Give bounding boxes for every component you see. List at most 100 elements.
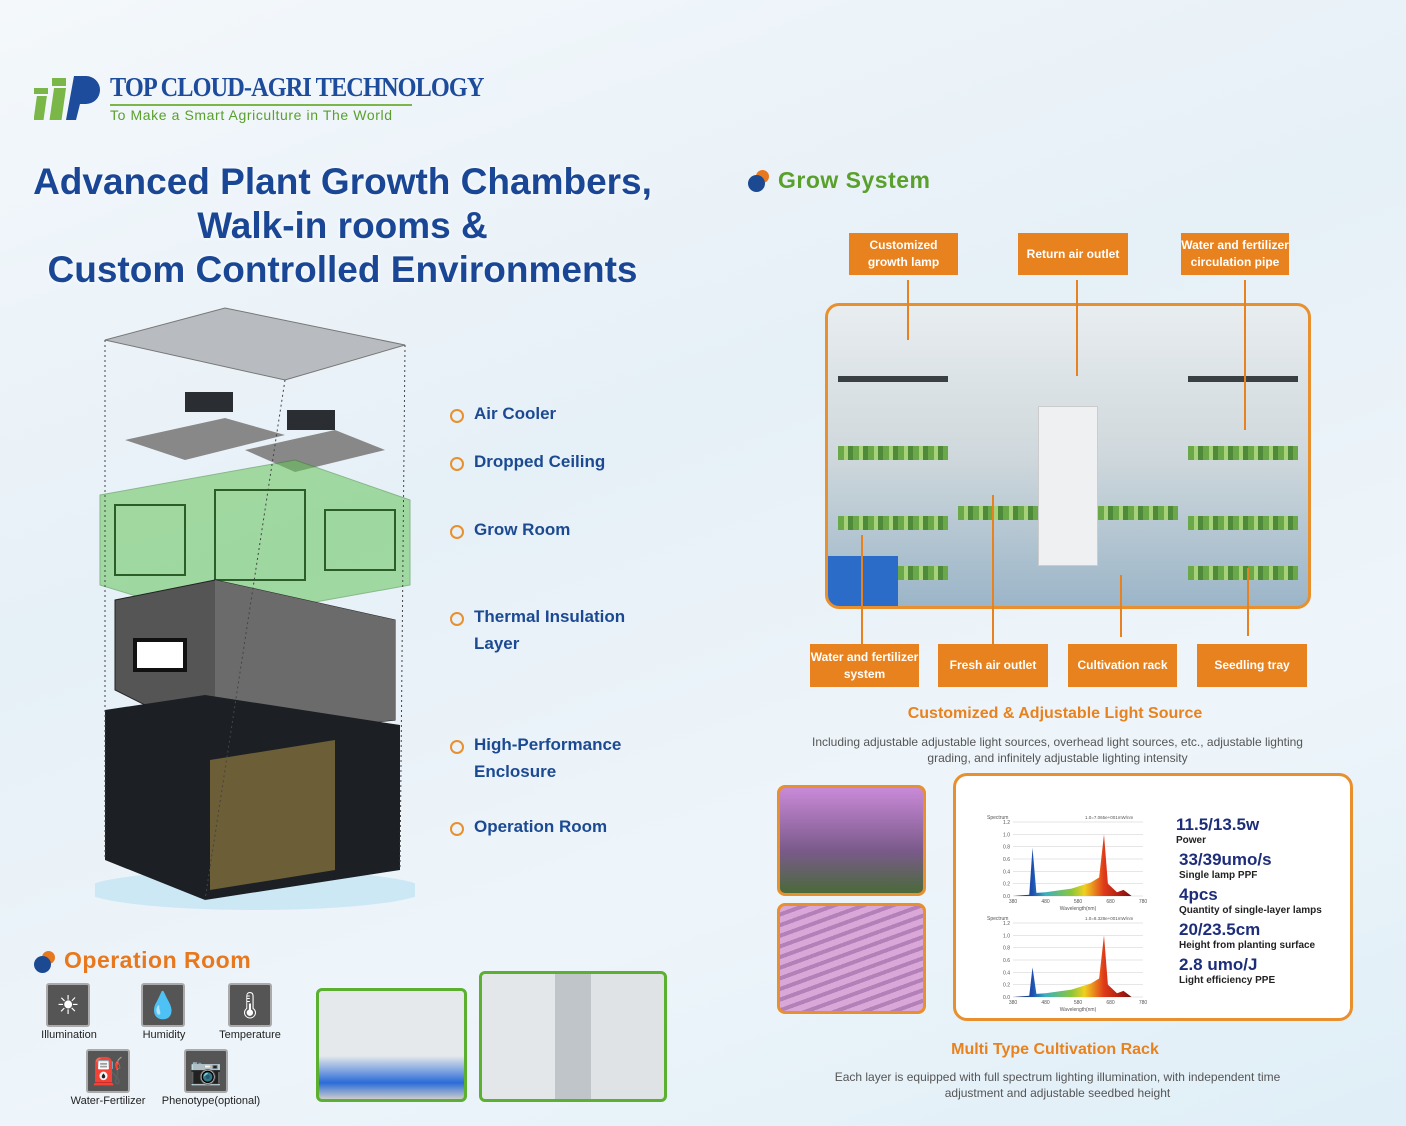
layer-dropped-ceiling: Dropped Ceiling xyxy=(450,448,605,475)
callout-return-air: Return air outlet xyxy=(1018,233,1128,275)
feature-label: Illumination xyxy=(41,1029,97,1041)
callout-water-fertilizer: Water and fertilizer system xyxy=(810,644,919,687)
title-line: Advanced Plant Growth Chambers, xyxy=(33,161,652,202)
fertilizer-icon: ⛽ xyxy=(86,1049,130,1093)
rack-photo-2 xyxy=(777,903,926,1014)
spectrum-chart-1: Spectrum 1.0=7.065e+001mW/nm 1.2 1.0 0.8 0.6 0… xyxy=(987,815,1148,912)
y-tick-label: 0.2 xyxy=(1003,882,1010,888)
x-tick-label: 780 xyxy=(1139,1000,1148,1006)
callout-growth-lamp: Customized growth lamp xyxy=(849,233,958,275)
grow-system-heading: Grow System xyxy=(778,167,931,193)
spectrum-reference: 1.0=7.065e+001mW/nm xyxy=(1085,815,1134,820)
x-tick-label: 580 xyxy=(1074,1000,1083,1006)
light-source-heading: Customized & Adjustable Light Source xyxy=(907,705,1203,722)
y-tick-label: 0.6 xyxy=(1003,857,1010,863)
spec-value: 20/23.5cm xyxy=(1179,920,1261,939)
layer-operation-room: Operation Room xyxy=(450,813,607,840)
exploded-chamber-illustration xyxy=(95,307,415,910)
spectrum-chart-2: Spectrum 1.0=8.328e+001mW/nm 1.2 1.0 0.8 0.6 0… xyxy=(987,916,1148,1013)
title-line: Custom Controlled Environments xyxy=(47,249,638,290)
spec-value: 11.5/13.5w xyxy=(1176,815,1260,834)
feature-humidity: 💧 xyxy=(141,983,185,1027)
feature-label: Temperature xyxy=(219,1029,281,1041)
spec-value: 4pcs xyxy=(1179,885,1218,904)
x-axis-label: Wavelength(nm) xyxy=(1060,1007,1097,1013)
y-tick-label: 1.0 xyxy=(1003,933,1010,939)
spec-panel xyxy=(953,773,1353,1021)
layer-enclosure: High-Performance Enclosure xyxy=(450,731,640,785)
x-tick-label: 380 xyxy=(1009,1000,1018,1006)
feature-label: Water-Fertilizer xyxy=(70,1095,146,1107)
layer-air-cooler: Air Cooler xyxy=(450,400,556,427)
callout-seedling-tray: Seedling tray xyxy=(1197,644,1307,687)
camera-icon: 📷 xyxy=(184,1049,228,1093)
logo-icon xyxy=(34,76,100,120)
page-title: Advanced Plant Growth Chambers, Walk-in … xyxy=(20,160,665,292)
spec-label: Single lamp PPF xyxy=(1179,870,1258,881)
spectrum-curve xyxy=(1013,834,1143,896)
spec-label: Height from planting surface xyxy=(1179,940,1316,951)
rack-photo-1 xyxy=(777,785,926,896)
y-tick-label: 0.6 xyxy=(1003,958,1010,964)
y-tick-label: 0.8 xyxy=(1003,946,1010,952)
spectrum-title: Spectrum xyxy=(987,916,1008,922)
feature-water-fertilizer: ⛽ xyxy=(86,1049,130,1093)
brand-tagline: To Make a Smart Agriculture in The World xyxy=(110,104,412,123)
brand-name: TOP CLOUD-AGRI TECHNOLOGY xyxy=(110,72,484,102)
y-tick-label: 0.0 xyxy=(1003,894,1010,900)
droplets-icon: 💧 xyxy=(141,983,185,1027)
callout-fresh-air: Fresh air outlet xyxy=(938,644,1048,687)
spectrum-curve xyxy=(1013,935,1143,997)
y-tick-label: 0.4 xyxy=(1003,970,1010,976)
spec-label: Quantity of single-layer lamps xyxy=(1179,905,1322,916)
sun-icon: ☀ xyxy=(46,983,90,1027)
callout-circulation-pipe: Water and fertilizer circulation pipe xyxy=(1181,233,1289,275)
y-tick-label: 0.8 xyxy=(1003,845,1010,851)
y-tick-label: 0.0 xyxy=(1003,995,1010,1001)
feature-temperature: 🌡 xyxy=(228,983,272,1027)
x-tick-label: 580 xyxy=(1074,899,1083,905)
rack-description: Each layer is equipped with full spectru… xyxy=(834,1070,1281,1100)
layer-thermal-insulation: Thermal Insulation Layer xyxy=(450,603,650,657)
layer-grow-room: Grow Room xyxy=(450,516,570,543)
feature-illumination: ☀ xyxy=(46,983,90,1027)
spec-value: 2.8 umo/J xyxy=(1179,955,1258,974)
x-tick-label: 480 xyxy=(1041,899,1050,905)
x-tick-label: 380 xyxy=(1009,899,1018,905)
y-tick-label: 1.2 xyxy=(1003,921,1010,927)
feature-label: Humidity xyxy=(142,1029,186,1041)
y-tick-label: 1.0 xyxy=(1003,832,1010,838)
y-tick-label: 0.4 xyxy=(1003,869,1010,875)
operation-photo-1 xyxy=(316,988,467,1102)
spec-value: 33/39umo/s xyxy=(1179,850,1272,869)
feature-label: Phenotype(optional) xyxy=(161,1095,261,1107)
spec-label: Power xyxy=(1176,835,1207,846)
light-source-description: Including adjustable adjustable light so… xyxy=(812,735,1303,765)
bullet-icon xyxy=(748,170,770,192)
feature-phenotype: 📷 xyxy=(184,1049,228,1093)
x-axis-label: Wavelength(nm) xyxy=(1060,906,1097,912)
grow-room-photo xyxy=(825,303,1311,609)
y-tick-label: 1.2 xyxy=(1003,820,1010,826)
operation-room-heading: Operation Room xyxy=(64,947,252,973)
thermometer-icon: 🌡 xyxy=(228,983,272,1027)
x-tick-label: 680 xyxy=(1106,1000,1115,1006)
operation-photo-2 xyxy=(479,971,667,1102)
rack-heading: Multi Type Cultivation Rack xyxy=(951,1041,1159,1058)
spectrum-title: Spectrum xyxy=(987,815,1008,821)
callout-cultivation-rack: Cultivation rack xyxy=(1068,644,1177,687)
y-tick-label: 0.2 xyxy=(1003,983,1010,989)
spec-label: Light efficiency PPE xyxy=(1179,975,1276,986)
bullet-icon xyxy=(34,951,56,973)
x-tick-label: 780 xyxy=(1139,899,1148,905)
x-tick-label: 480 xyxy=(1041,1000,1050,1006)
title-line: Walk-in rooms & xyxy=(197,205,488,246)
spectrum-reference: 1.0=8.328e+001mW/nm xyxy=(1085,916,1134,921)
x-tick-label: 680 xyxy=(1106,899,1115,905)
